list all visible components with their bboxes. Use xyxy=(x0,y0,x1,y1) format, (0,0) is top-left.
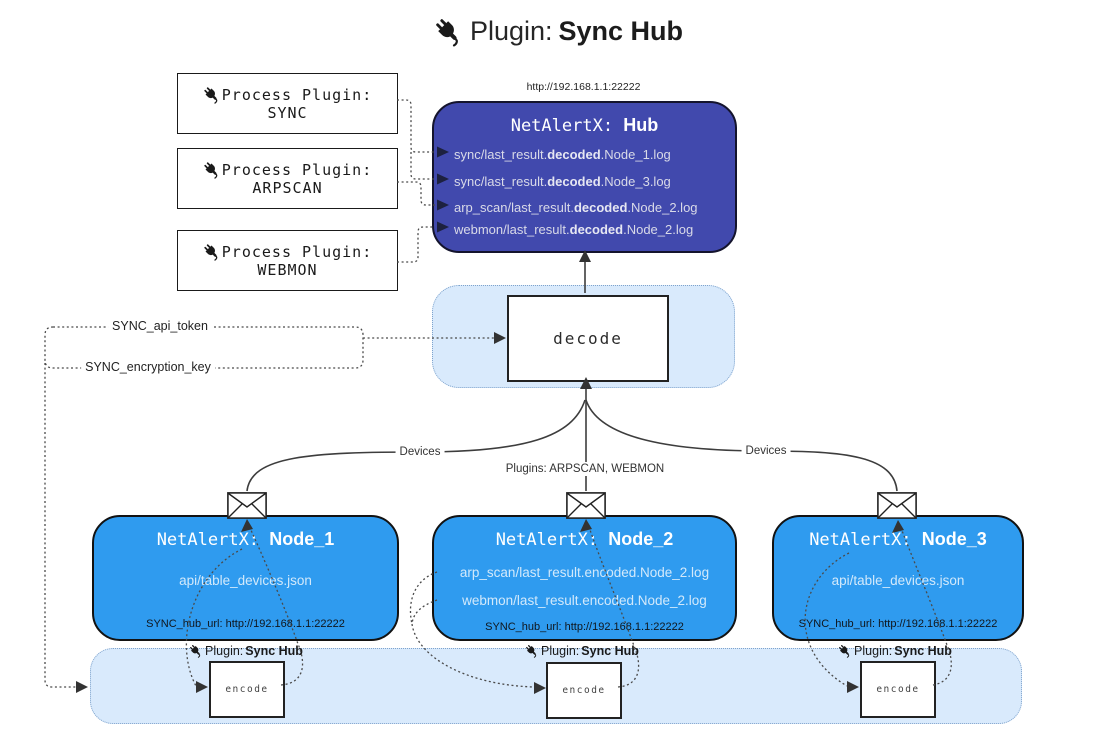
hub-url: http://192.168.1.1:22222 xyxy=(526,81,641,93)
edge-sync-to-hub xyxy=(397,99,435,153)
process-plugin-box-arpscan: Process Plugin: ARPSCAN xyxy=(177,148,398,209)
node-title-prefix: NetAlertX: xyxy=(809,530,922,550)
edge-label-plugins-mid: Plugins: ARPSCAN, WEBMON xyxy=(501,462,669,476)
plug-icon xyxy=(434,17,464,47)
encoder-label-name: Sync Hub xyxy=(894,644,952,658)
encoder-label-name: Sync Hub xyxy=(245,644,303,658)
node-title: NetAlertX: Node_1 xyxy=(94,529,397,550)
log-pre: sync/last_result. xyxy=(454,174,548,189)
log-mid: decoded xyxy=(573,200,628,215)
envelope-icon xyxy=(877,492,917,519)
edge-key-to-strip xyxy=(44,363,76,688)
sync-api-token-label: SYNC_api_token xyxy=(108,319,212,334)
log-post: .Node_2.log xyxy=(623,222,694,237)
node-file: api/table_devices.json xyxy=(179,573,312,588)
plug-icon xyxy=(203,161,221,179)
process-plugin-label: Process Plugin: xyxy=(221,242,373,261)
encoder-label-text: Plugin: xyxy=(205,644,244,658)
log-pre: arp_scan/last_result. xyxy=(454,200,574,215)
plug-icon xyxy=(189,644,203,658)
log-pre: sync/last_result. xyxy=(454,147,548,162)
arrowhead xyxy=(76,681,88,693)
node-file: arp_scan/last_result.encoded.Node_2.log xyxy=(459,565,710,580)
log-pre: webmon/last_result. xyxy=(454,222,570,237)
node-title-name: Node_3 xyxy=(921,529,987,549)
log-mid: decoded xyxy=(547,174,601,189)
node-box-node-3: NetAlertX: Node_3 api/table_devices.json… xyxy=(772,515,1024,641)
log-post: .Node_3.log xyxy=(600,174,671,189)
edge-arpscan-to-hub xyxy=(397,181,435,206)
node-box-node-1: NetAlertX: Node_1 api/table_devices.json… xyxy=(92,515,399,641)
encode-box: encode xyxy=(860,661,936,718)
node-file: webmon/last_result.encoded.Node_2.log xyxy=(462,593,707,608)
encoder-label: Plugin: Sync Hub xyxy=(838,643,952,659)
process-plugin-box-webmon: Process Plugin: WEBMON xyxy=(177,230,398,291)
plug-icon xyxy=(203,86,221,104)
edge-label-devices-right: Devices xyxy=(741,444,791,458)
node-title-name: Node_1 xyxy=(269,529,335,549)
hub-log-line: sync/last_result.decoded.Node_3.log xyxy=(454,175,671,189)
process-plugin-name: ARPSCAN xyxy=(252,178,323,197)
hub-title-name: Hub xyxy=(623,115,659,135)
node-box-node-2: NetAlertX: Node_2 arp_scan/last_result.e… xyxy=(432,515,737,641)
hub-log-line: webmon/last_result.decoded.Node_2.log xyxy=(454,223,693,237)
encoder-label-text: Plugin: xyxy=(541,644,580,658)
encoder-label: Plugin: Sync Hub xyxy=(525,643,639,659)
node-hub-url: SYNC_hub_url: http://192.168.1.1:22222 xyxy=(798,618,998,630)
process-plugin-name: WEBMON xyxy=(257,260,318,279)
node-hub-url: SYNC_hub_url: http://192.168.1.1:22222 xyxy=(485,621,684,633)
node-title: NetAlertX: Node_3 xyxy=(774,529,1022,550)
node-title-name: Node_2 xyxy=(608,529,674,549)
envelope-icon xyxy=(566,492,606,519)
encode-box: encode xyxy=(546,662,622,719)
process-plugin-box-sync: Process Plugin: SYNC xyxy=(177,73,398,134)
hub-log-line: arp_scan/last_result.decoded.Node_2.log xyxy=(454,201,698,215)
node-file: api/table_devices.json xyxy=(831,573,965,588)
process-plugin-label: Process Plugin: xyxy=(221,160,373,179)
node-hub-url: SYNC_hub_url: http://192.168.1.1:22222 xyxy=(146,618,345,630)
plug-icon xyxy=(525,644,539,658)
hub-title: NetAlertX: Hub xyxy=(434,115,735,136)
hub-log-line: sync/last_result.decoded.Node_1.log xyxy=(454,148,671,162)
encoder-label-name: Sync Hub xyxy=(581,644,639,658)
plug-icon xyxy=(838,644,852,658)
page-title: Plugin: Sync Hub xyxy=(0,16,1117,47)
process-plugin-label: Process Plugin: xyxy=(221,85,373,104)
hub-box: NetAlertX: Hub sync/last_result.decoded.… xyxy=(432,101,737,253)
log-mid: decoded xyxy=(547,147,601,162)
page-title-label: Plugin: xyxy=(469,16,553,46)
encoder-label-text: Plugin: xyxy=(854,644,893,658)
decode-box: decode xyxy=(507,295,669,382)
log-post: .Node_1.log xyxy=(600,147,671,162)
node-title: NetAlertX: Node_2 xyxy=(434,529,735,550)
hub-title-prefix: NetAlertX: xyxy=(510,116,624,136)
sync-encryption-key-label: SYNC_encryption_key xyxy=(81,360,215,375)
node-title-prefix: NetAlertX: xyxy=(495,530,609,550)
node-title-prefix: NetAlertX: xyxy=(156,530,270,550)
page-title-name: Sync Hub xyxy=(558,16,684,46)
plug-icon xyxy=(203,243,221,261)
log-mid: decoded xyxy=(569,222,624,237)
log-post: .Node_2.log xyxy=(627,200,698,215)
edge-label-devices-left: Devices xyxy=(395,445,445,459)
encode-box: encode xyxy=(209,661,285,718)
process-plugin-name: SYNC xyxy=(267,103,308,122)
encoder-label: Plugin: Sync Hub xyxy=(189,643,303,659)
envelope-icon xyxy=(227,492,267,519)
edge-webmon-to-hub xyxy=(397,226,435,263)
